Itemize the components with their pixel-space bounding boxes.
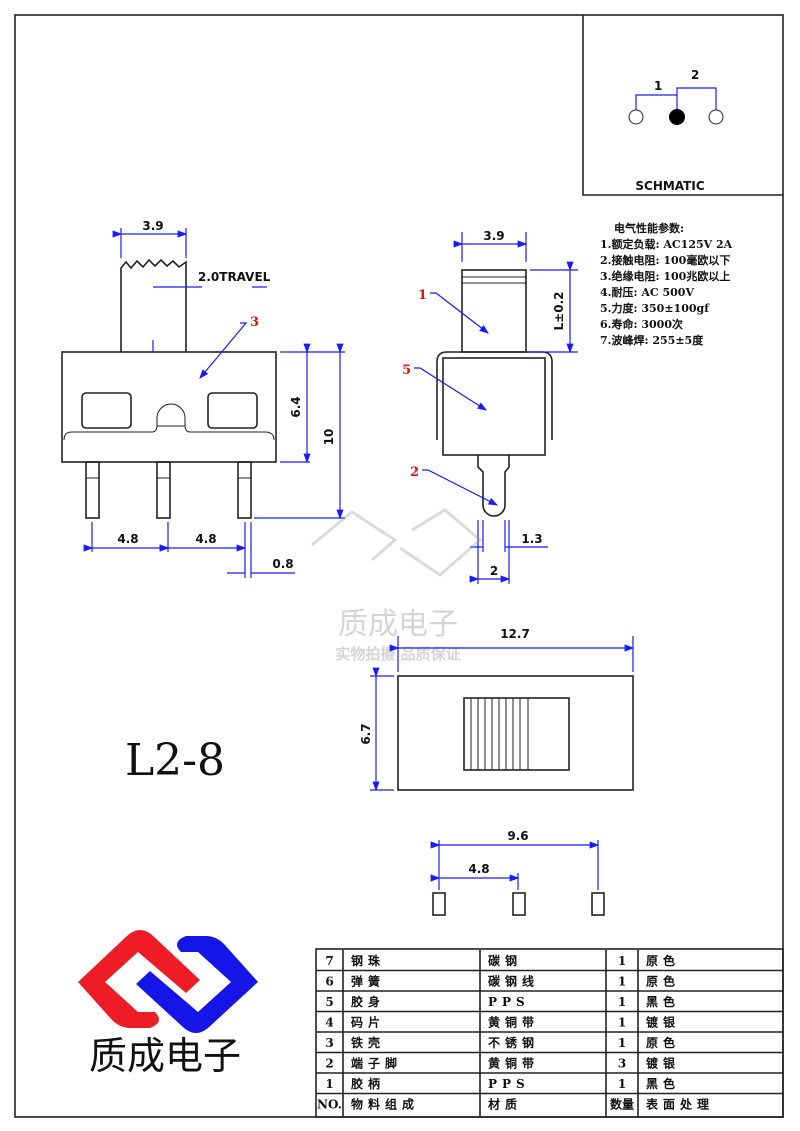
top-length-dim: 12.7: [500, 627, 530, 641]
bom-cell: 1: [618, 1036, 626, 1050]
bom-cell: 6: [325, 975, 333, 989]
side-view: 3.9 L±0.2 1 5 2 1.3 2: [402, 229, 578, 584]
schematic-title: SCHMATIC: [635, 179, 704, 193]
bom-cell: 1: [325, 1077, 333, 1091]
bom-cell: 原色: [646, 974, 680, 989]
bom-cell: 原色: [646, 953, 680, 968]
company-logo: 质成电子: [78, 930, 258, 1078]
pin-thickness-dim: 1.3: [521, 532, 542, 546]
body-height-dim: 6.4: [289, 396, 303, 417]
bom-cell: PPS: [488, 995, 530, 1009]
model-number: L2-8: [125, 735, 225, 786]
bom-cell: 1: [618, 954, 626, 968]
pitch-dim-2: 4.8: [195, 532, 216, 546]
top-view: 12.7 6.7: [359, 627, 635, 792]
schematic-label-2: 2: [691, 68, 699, 82]
bom-header-row: NO. 物料组成 材质 数量表面处理: [316, 1092, 783, 1112]
bom-row: 6 弹簧 碳钢线 1 原色: [316, 969, 783, 989]
footprint-pitch-dim: 4.8: [468, 862, 489, 876]
bom-cell: 不锈钢: [488, 1035, 539, 1050]
spec-item: 1.额定负载: AC125V 2A: [600, 237, 733, 251]
bom-cell: 7: [325, 954, 333, 968]
bom-row: 7 钢珠 碳钢 1 原色: [325, 953, 680, 968]
spec-item: 3.绝缘电阻: 100兆欧以上: [600, 269, 730, 283]
bom-cell: 弹簧: [351, 974, 385, 989]
handle-length-dim: L±0.2: [552, 292, 566, 331]
bom-cell: 1: [618, 975, 626, 989]
side-width-dim: 3.9: [483, 229, 504, 243]
front-width-dim: 3.9: [142, 219, 163, 233]
bom-cell: 碳钢线: [488, 974, 539, 989]
bom-cell: 黄铜带: [488, 1056, 539, 1071]
bom-cell: 钢珠: [351, 953, 385, 968]
watermark: 质成电子 实物拍摄 品质保证: [311, 508, 483, 663]
pitch-dim-1: 4.8: [117, 532, 138, 546]
bom-cell: 2: [325, 1057, 333, 1071]
bom-cell: 物料组成: [351, 1097, 419, 1112]
spec-item: 4.耐压: AC 500V: [600, 285, 694, 299]
specs-title: 电气性能参数:: [614, 221, 684, 235]
bom-cell: 3: [325, 1036, 333, 1050]
bom-cell: 1: [618, 995, 626, 1009]
terminal-3-icon: [708, 109, 724, 125]
bom-cell: 镀银: [646, 1015, 680, 1030]
common-terminal-icon: [669, 109, 685, 125]
bom-cell: 黑色: [646, 1076, 680, 1091]
part-label-1: 1: [418, 288, 427, 303]
bom-row: 3 铁壳 不锈钢 1 原色: [316, 1031, 783, 1050]
electrical-specs: 电气性能参数: 1.额定负载: AC125V 2A 2.接触电阻: 100毫欧以…: [600, 221, 733, 347]
bom-cell: 胶身: [351, 994, 385, 1009]
bom-row: 1 胶柄 PPS 1 黑色: [316, 1072, 783, 1091]
total-height-dim: 10: [322, 429, 336, 446]
schematic: 1 2 SCHMATIC: [582, 15, 783, 196]
top-width-dim: 6.7: [359, 723, 373, 744]
spec-item: 7.波峰焊: 255±5度: [600, 333, 704, 347]
bom-cell: 镀银: [646, 1056, 680, 1071]
pcb-footprint: 9.6 4.8: [430, 829, 605, 916]
bom-cell: PPS: [488, 1077, 530, 1091]
bom-cell: 表面处理: [645, 1097, 714, 1112]
footprint-span-dim: 9.6: [507, 829, 528, 843]
bom-cell: 胶柄: [351, 1076, 385, 1091]
bom-cell: 碳钢: [488, 953, 522, 968]
bom-cell: 材质: [487, 1097, 522, 1112]
bom-row: 2 端子脚 黄铜带 3 镀银: [316, 1051, 783, 1071]
bom-cell: 3: [618, 1057, 626, 1071]
part-label-3: 3: [250, 315, 259, 330]
part-label-5: 5: [402, 363, 411, 378]
front-view: 3.9 2.0TRAVEL 3 6.4 10 4.8 4.8 0.8: [61, 219, 345, 578]
part-label-2: 2: [410, 465, 419, 480]
bom-cell: 5: [325, 995, 333, 1009]
schematic-label-1: 1: [654, 79, 662, 93]
spec-item: 2.接触电阻: 100毫欧以下: [600, 253, 730, 267]
travel-dim: 2.0TRAVEL: [198, 270, 271, 284]
bom-cell: 黄铜带: [488, 1015, 539, 1030]
pin-width-side-dim: 2: [490, 564, 498, 578]
bom-cell: 原色: [646, 1035, 680, 1050]
logo-text: 质成电子: [89, 1034, 241, 1078]
bom-cell: 黑色: [646, 994, 680, 1009]
bom-cell: 铁壳: [351, 1035, 385, 1050]
pin-width-dim: 0.8: [272, 557, 293, 571]
bom-cell: 端子脚: [351, 1056, 402, 1071]
bom-cell: 数量: [610, 1097, 634, 1112]
spec-item: 6.寿命: 3000次: [600, 317, 683, 331]
terminal-1-icon: [628, 109, 644, 125]
bom-cell: 4: [325, 1016, 333, 1030]
bom-cell: 1: [618, 1077, 626, 1091]
bom-cell: 码片: [351, 1015, 385, 1030]
spec-item: 5.力度: 350±100gf: [600, 301, 710, 315]
bom-row: 5 胶身 PPS 1 黑色: [316, 990, 783, 1009]
bom-row: 4 码片 黄铜带 1 镀银: [316, 1010, 783, 1030]
bom-cell: 1: [618, 1016, 626, 1030]
bom-cell: NO.: [317, 1098, 342, 1112]
